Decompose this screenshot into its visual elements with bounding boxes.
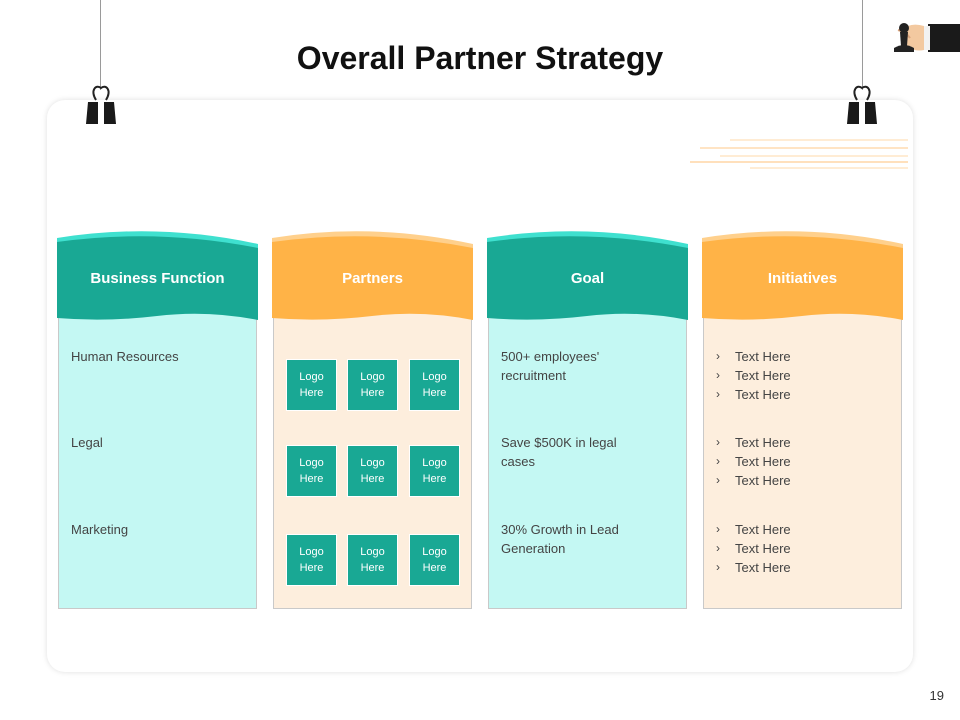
column-header: Initiatives — [702, 230, 903, 330]
column-header: Goal — [487, 230, 688, 330]
initiative-text: Text Here — [735, 522, 791, 537]
initiative-text: Text Here — [735, 387, 791, 402]
list-item: › Text Here — [716, 471, 896, 490]
business-function-item: Human Resources — [71, 349, 179, 364]
goal-item: 30% Growth in Lead Generation — [501, 522, 619, 556]
chevron-right-icon: › — [716, 560, 720, 574]
chevron-right-icon: › — [716, 435, 720, 449]
list-item: › Text Here — [716, 347, 896, 366]
column-business-function: Business Function Human Resources Legal … — [57, 230, 258, 609]
decorative-lines — [690, 139, 908, 169]
business-function-item: Legal — [71, 435, 103, 450]
list-item: › Text Here — [716, 433, 896, 452]
list-item: › Text Here — [716, 558, 896, 577]
business-function-item: Marketing — [71, 522, 129, 537]
initiative-text: Text Here — [735, 454, 791, 469]
chevron-right-icon: › — [716, 387, 720, 401]
initiative-text: Text Here — [735, 560, 791, 575]
initiative-text: Text Here — [735, 541, 791, 556]
initiatives-list: › Text Here › Text Here › Text Here — [716, 520, 896, 577]
goal-item: Save $500K in legal cases — [501, 435, 617, 469]
list-item: › Text Here — [716, 520, 896, 539]
column-title: Business Function — [90, 270, 225, 287]
page-number: 19 — [929, 688, 944, 703]
list-item: › Text Here — [716, 539, 896, 558]
list-item: › Text Here — [716, 452, 896, 471]
chevron-right-icon: › — [716, 473, 720, 487]
initiatives-list: › Text Here › Text Here › Text Here — [716, 433, 896, 490]
column-header: Partners — [272, 230, 473, 330]
initiatives-list: › Text Here › Text Here › Text Here — [716, 347, 896, 404]
list-item: › Text Here — [716, 385, 896, 404]
chevron-right-icon: › — [716, 541, 720, 555]
list-item: › Text Here — [716, 366, 896, 385]
binder-clip-icon — [847, 85, 877, 124]
hanging-string-right — [862, 0, 863, 90]
column-title: Initiatives — [767, 270, 838, 287]
chevron-right-icon: › — [716, 522, 720, 536]
column-goal: Goal 500+ employees' recruitment Save $5… — [487, 230, 688, 609]
column-body — [488, 292, 687, 609]
initiative-text: Text Here — [735, 473, 791, 488]
slide-title: Overall Partner Strategy — [296, 40, 664, 76]
column-title: Goal — [570, 270, 605, 287]
chevron-right-icon: › — [716, 349, 720, 363]
column-header: Business Function — [57, 230, 258, 330]
hanging-string-left — [100, 0, 101, 90]
hand-holding-chess-piece-icon — [894, 23, 960, 52]
initiative-text: Text Here — [735, 435, 791, 450]
binder-clip-icon — [86, 85, 116, 124]
column-title: Partners — [342, 270, 403, 287]
goal-item: 500+ employees' recruitment — [501, 349, 600, 383]
initiative-text: Text Here — [735, 349, 791, 364]
initiative-text: Text Here — [735, 368, 791, 383]
chevron-right-icon: › — [716, 368, 720, 382]
chevron-right-icon: › — [716, 454, 720, 468]
column-initiatives: Initiatives › Text Here › Text Here › Text … — [702, 230, 903, 609]
column-body — [703, 292, 902, 609]
